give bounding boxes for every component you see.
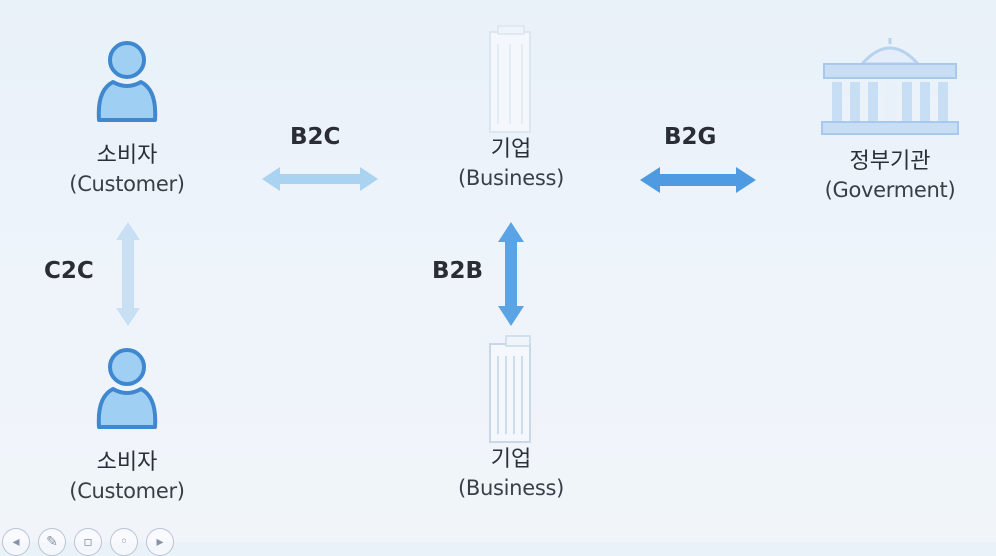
node-government: 정부기관 (Goverment) xyxy=(800,30,980,204)
node-consumer-top: 소비자 (Customer) xyxy=(52,38,202,198)
business-top-label-en: (Business) xyxy=(458,166,564,190)
eraser-icon[interactable]: ▫ xyxy=(74,528,102,556)
presentation-toolbar: ◂ ✎ ▫ ◦ ▸ xyxy=(2,528,174,556)
node-business-top: 기업 (Business) xyxy=(436,24,586,192)
business-bottom-label-en: (Business) xyxy=(458,476,564,500)
consumer-bottom-label-ko: 소비자 xyxy=(96,450,158,475)
label-c2c: C2C xyxy=(44,258,94,284)
ecommerce-diagram: 소비자 (Customer) 소비자 (Customer) 기업 (Busine… xyxy=(2,24,980,556)
highlighter-icon[interactable]: ◦ xyxy=(110,528,138,556)
business-top-label-ko: 기업 xyxy=(490,137,532,162)
consumer-top-label-ko: 소비자 xyxy=(96,143,158,168)
menu-icon[interactable]: ▸ xyxy=(146,528,174,556)
arrow-b2g xyxy=(640,167,756,193)
label-b2b: B2B xyxy=(432,258,484,284)
node-business-bottom: 기업 (Business) xyxy=(436,334,586,502)
consumer-top-label-en: (Customer) xyxy=(69,172,185,196)
node-consumer-bottom: 소비자 (Customer) xyxy=(52,345,202,505)
person-icon xyxy=(96,41,158,122)
consumer-bottom-label-en: (Customer) xyxy=(69,479,185,503)
government-building-icon xyxy=(821,38,959,135)
arrow-b2c xyxy=(262,167,378,191)
arrow-c2c xyxy=(116,222,140,326)
label-b2g: B2G xyxy=(664,124,717,150)
business-bottom-label-ko: 기업 xyxy=(490,447,532,472)
building-icon xyxy=(489,335,531,443)
label-b2c: B2C xyxy=(290,124,341,150)
arrow-b2b xyxy=(498,222,524,326)
government-label-ko: 정부기관 xyxy=(849,149,931,174)
building-icon xyxy=(489,25,531,133)
person-icon xyxy=(96,348,158,429)
government-label-en: (Goverment) xyxy=(824,178,956,202)
pointer-icon[interactable]: ◂ xyxy=(2,528,30,556)
pen-icon[interactable]: ✎ xyxy=(38,528,66,556)
